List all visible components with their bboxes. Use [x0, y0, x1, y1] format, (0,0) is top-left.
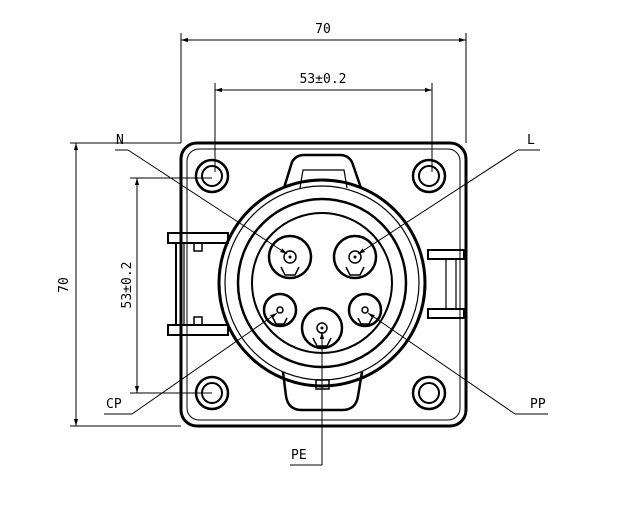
top-latch-tab: [282, 153, 363, 189]
left-latch-bracket: [167, 232, 229, 336]
right-latch-bracket: [427, 249, 465, 319]
dimension-hole-spacing-vertical: 53±0.2: [120, 177, 212, 394]
pin-cp-contact: [262, 292, 298, 328]
leader-pe: PE: [290, 332, 325, 466]
pin-n-label: N: [116, 133, 124, 148]
dimension-hole-spacing-vertical-label: 53±0.2: [120, 262, 135, 309]
pin-pe-label: PE: [291, 448, 307, 463]
leader-l: L: [357, 133, 540, 255]
dimension-height: 70: [57, 142, 181, 427]
pin-pp-label: PP: [530, 397, 546, 412]
pin-l-contact: [332, 234, 378, 280]
leader-n: N: [115, 133, 288, 255]
mounting-hole-top-right: [411, 158, 447, 194]
pin-n-contact: [267, 234, 313, 280]
dimension-height-label: 70: [57, 277, 72, 293]
leader-pp: PP: [367, 312, 548, 415]
mounting-hole-top-left: [194, 158, 230, 194]
dimension-width: 70: [180, 22, 467, 143]
mounting-hole-bottom-right: [411, 375, 447, 411]
dimension-hole-spacing-horizontal: 53±0.2: [214, 72, 433, 172]
dimension-hole-spacing-horizontal-label: 53±0.2: [300, 72, 347, 87]
pin-l-label: L: [527, 133, 535, 148]
pin-pp-contact: [347, 292, 383, 328]
dimension-width-label: 70: [315, 22, 331, 37]
leader-cp: CP: [104, 312, 278, 415]
mounting-flange: [179, 141, 468, 428]
pin-cp-label: CP: [106, 397, 122, 412]
